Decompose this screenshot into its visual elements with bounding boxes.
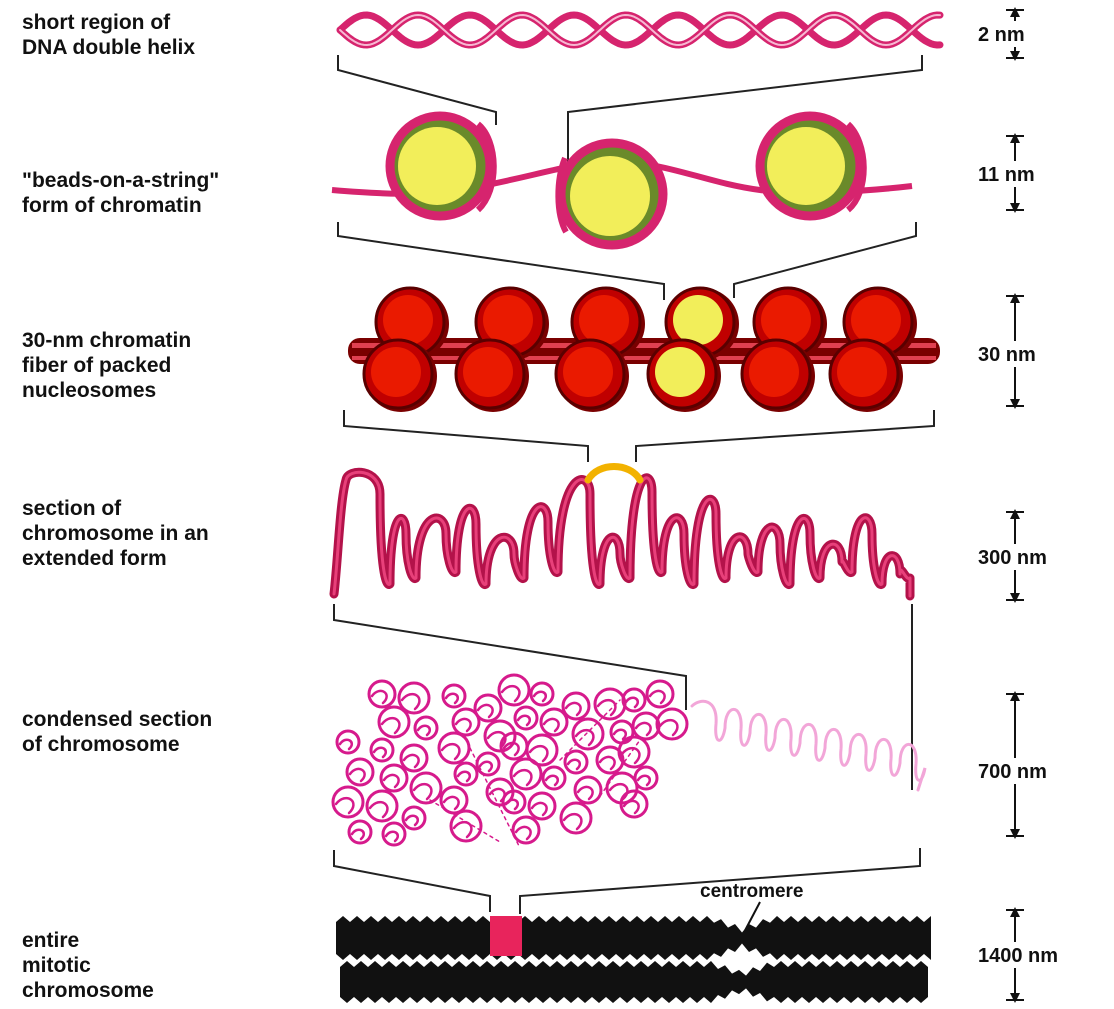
condensed-coil-inner <box>566 703 581 715</box>
condensed-coil-inner <box>564 814 581 829</box>
condensed-coil-inner <box>414 784 431 799</box>
condensed-coil-inner <box>446 694 458 703</box>
condensed-coil-inner <box>444 797 459 809</box>
condensed-coil-inner <box>418 726 430 735</box>
scale-300nm-label: 300 nm <box>978 547 1047 569</box>
nucleosome-bead-2 <box>558 141 665 247</box>
condensed-coil-inner <box>516 827 531 839</box>
fiber-nucleosome <box>364 340 437 412</box>
condensed-coil-inner <box>626 698 638 707</box>
chromatin-fiber-30nm <box>348 288 940 412</box>
condensed-coil-inner <box>406 816 418 825</box>
uncondensed-tail <box>692 701 925 790</box>
scale-1400nm-label: 1400 nm <box>978 945 1058 967</box>
condensed-coil-inner <box>480 762 492 771</box>
fiber-nucleosome <box>742 340 815 412</box>
beads-on-a-string <box>332 114 912 247</box>
extended-chromosome-loops <box>334 467 910 597</box>
condensed-coil-inner <box>636 723 651 735</box>
condensed-coil-inner <box>352 830 364 839</box>
condensed-coil-inner <box>530 746 547 761</box>
fiber-nucleosome <box>456 340 529 412</box>
condensed-coil-inner <box>546 776 558 785</box>
chromatid-upper <box>336 916 931 960</box>
condensed-coil-inner <box>638 776 650 785</box>
centromere-label: centromere <box>700 881 804 902</box>
condensed-coil-inner <box>336 798 353 813</box>
scale-bars: 2 nm 11 nm 30 nm 300 nm 700 nm 1400 nm <box>978 10 1058 1000</box>
condensed-coil-inner <box>650 691 665 703</box>
condensed-coil-inner <box>340 740 352 749</box>
condensed-coil-inner <box>372 691 387 703</box>
fiber-nucleosome <box>830 340 903 412</box>
condensed-coil-inner <box>402 694 419 709</box>
condensed-coil-inner <box>350 769 365 781</box>
condensed-coil-inner <box>660 720 677 735</box>
condensed-coil-inner <box>478 705 493 717</box>
condensed-coil-inner <box>456 719 471 731</box>
scale-30nm-label: 30 nm <box>978 344 1036 366</box>
condensed-coil-inner <box>624 801 639 813</box>
condensed-coil-inner <box>518 716 530 725</box>
condensed-coil-inner <box>514 770 531 785</box>
highlighted-band <box>490 916 522 956</box>
fiber-nucleosome <box>556 340 629 412</box>
scale-300nm: 300 nm <box>978 512 1047 600</box>
nucleosome-bead-1 <box>388 114 494 218</box>
condensed-coil-inner <box>506 800 518 809</box>
scale-2nm-label: 2 nm <box>978 24 1025 46</box>
condensed-coil-inner <box>458 772 470 781</box>
condensed-coil-inner <box>382 718 399 733</box>
condensed-coil-inner <box>614 730 626 739</box>
condensed-coil-inner <box>404 755 419 767</box>
zoom-connector-3 <box>344 410 934 462</box>
condensed-coil-inner <box>568 760 580 769</box>
condensed-coil-inner <box>576 730 593 745</box>
chromatid-lower <box>340 961 928 1003</box>
highlighted-loop-segment <box>588 467 640 481</box>
fiber-nucleosome <box>648 340 721 412</box>
scale-1400nm: 1400 nm <box>978 910 1058 1000</box>
condensed-chromosome-section <box>333 675 925 848</box>
condensed-coil-inner <box>534 692 546 701</box>
condensed-coil-inner <box>370 802 387 817</box>
condensed-coil-inner <box>384 775 399 787</box>
scale-700nm-label: 700 nm <box>978 761 1047 783</box>
scale-2nm: 2 nm <box>978 10 1025 58</box>
zoom-connector-5 <box>334 848 920 914</box>
nucleosome-bead-3 <box>758 114 864 218</box>
condensed-coil-inner <box>532 803 547 815</box>
condensed-coil-inner <box>442 744 459 759</box>
condensed-coil-inner <box>502 686 519 701</box>
dna-double-helix <box>340 15 940 45</box>
scale-11nm-label: 11 nm <box>978 164 1035 186</box>
condensed-coil-inner <box>374 748 386 757</box>
scale-700nm: 700 nm <box>978 694 1047 836</box>
scale-11nm: 11 nm <box>978 136 1035 210</box>
mitotic-chromosome: centromere <box>336 881 931 1003</box>
condensed-coil-inner <box>454 822 471 837</box>
condensed-coil-inner <box>544 719 559 731</box>
condensed-coil-inner <box>386 832 398 841</box>
condensed-coil-inner <box>578 787 593 799</box>
scale-30nm: 30 nm <box>978 296 1036 406</box>
condensed-coil-inner <box>600 757 615 769</box>
